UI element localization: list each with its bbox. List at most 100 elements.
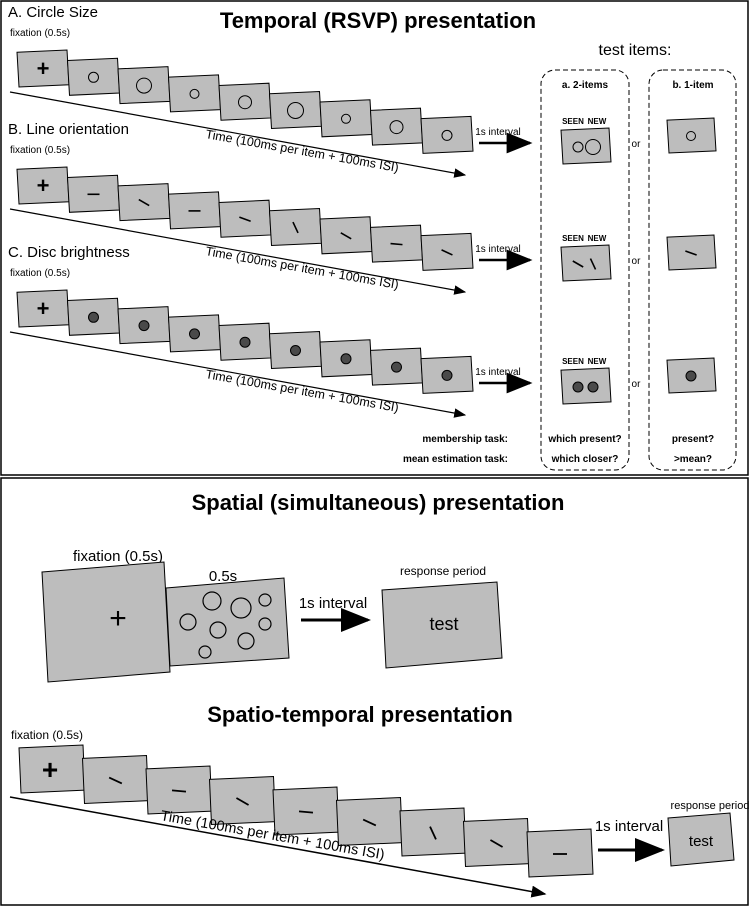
test-item-single: [686, 131, 696, 141]
row-label: C. Disc brightness: [8, 244, 130, 261]
circle-stimulus: [341, 113, 351, 124]
or-label: or: [632, 139, 642, 150]
circle-stimulus: [238, 95, 252, 110]
spatial-title: Spatial (simultaneous) presentation: [192, 490, 565, 515]
spatial-fixation-cross: +: [109, 602, 127, 635]
line-stimulus: [340, 232, 352, 240]
circle-stimulus: [441, 129, 453, 141]
bottom-panel-border: [0, 477, 749, 906]
membership-task-label: membership task:: [422, 434, 508, 445]
disc-stimulus: [239, 336, 251, 348]
disc-stimulus: [189, 328, 200, 340]
option-a-box: [540, 69, 630, 471]
spatial-stim-label: 0.5s: [209, 568, 237, 585]
disc-stimulus: [441, 369, 453, 381]
fixation-cross: +: [37, 296, 50, 321]
spatiotemporal-title: Spatio-temporal presentation: [207, 702, 513, 727]
st-fixation-cross: +: [42, 754, 58, 785]
mean-task-label: mean estimation task:: [403, 454, 508, 465]
sequence-slide: [420, 115, 474, 154]
st-line-stimulus: [298, 810, 314, 814]
test-slide-2-items: [560, 367, 612, 405]
new-label: NEW: [588, 117, 607, 126]
row-time-axis: [9, 91, 467, 178]
seen-label: SEEN: [562, 117, 584, 126]
sequence-slide: [218, 82, 272, 121]
fixation-cross: +: [37, 56, 50, 81]
line-stimulus: [138, 198, 150, 207]
circle-stimulus: [198, 645, 212, 659]
row-time-axis: [9, 331, 467, 418]
st-response-slide: [667, 812, 735, 867]
circle-stimulus: [258, 593, 272, 607]
st-sequence-slide: [145, 765, 213, 815]
st-test-text: test: [689, 833, 714, 850]
row-label: A. Circle Size: [8, 4, 98, 21]
st-line-stimulus: [362, 818, 377, 827]
test-item-seen: [572, 381, 584, 393]
circle-stimulus: [389, 120, 404, 135]
sequence-slide: [369, 107, 424, 146]
line-stimulus: [390, 242, 403, 246]
circle-stimulus: [237, 632, 255, 650]
spatial-interval-label: 1s interval: [299, 595, 367, 612]
row-time-axis: [9, 208, 467, 295]
circle-stimulus: [230, 597, 252, 619]
sequence-slide: [268, 90, 323, 130]
line-stimulus: [292, 221, 299, 234]
temporal-title: Temporal (RSVP) presentation: [220, 8, 536, 33]
st-sequence-slide: [272, 786, 340, 836]
row-fixation-label: fixation (0.5s): [10, 28, 70, 39]
disc-stimulus: [340, 353, 352, 365]
circle-stimulus: [136, 77, 152, 94]
option-a-label: a. 2-items: [562, 80, 609, 91]
test-item-new: [587, 381, 599, 393]
st-sequence-slide: [81, 754, 150, 805]
row-interval-label: 1s interval: [475, 367, 521, 378]
test-item-seen: [572, 141, 584, 153]
sequence-slide: [66, 57, 121, 96]
test-item-new: [589, 258, 597, 270]
spatial-fixation-slide: [41, 561, 171, 683]
seen-label: SEEN: [562, 357, 584, 366]
st-line-stimulus: [108, 776, 123, 785]
circle-stimulus: [189, 88, 200, 99]
sequence-slide: [319, 99, 373, 138]
or-label: or: [632, 379, 642, 390]
fixation-cross: +: [37, 173, 50, 198]
st-sequence-slide: [335, 796, 404, 847]
test-item-single: [685, 370, 697, 382]
option-a-question-1: which present?: [547, 434, 621, 445]
row-interval-label: 1s interval: [475, 127, 521, 138]
or-label: or: [632, 256, 642, 267]
option-b-box: [648, 69, 737, 471]
test-items-label: test items:: [599, 42, 672, 59]
sequence-slide: [167, 74, 222, 113]
new-label: NEW: [588, 357, 607, 366]
spatial-response-label: response period: [400, 564, 486, 578]
row-label: B. Line orientation: [8, 121, 129, 138]
line-stimulus: [441, 249, 453, 256]
st-line-stimulus: [429, 826, 437, 840]
st-fixation-label: fixation (0.5s): [11, 728, 83, 742]
circle-stimulus: [179, 613, 197, 631]
test-slide-2-items: [560, 244, 612, 282]
top-panel-border: [0, 0, 749, 476]
st-time-axis: [9, 796, 547, 898]
spatial-response-slide: [381, 581, 503, 669]
test-item-new: [585, 139, 601, 155]
row-fixation-label: fixation (0.5s): [10, 145, 70, 156]
st-interval-label: 1s interval: [595, 818, 663, 835]
disc-stimulus: [88, 311, 99, 323]
sequence-slide: [117, 66, 171, 105]
spatial-test-text: test: [429, 614, 458, 634]
seen-label: SEEN: [562, 234, 584, 243]
st-line-stimulus: [489, 839, 504, 848]
circle-stimulus: [287, 102, 304, 119]
disc-stimulus: [290, 345, 301, 356]
st-line-stimulus: [235, 797, 250, 806]
option-b-question-1: present?: [672, 434, 714, 445]
option-b-label: b. 1-item: [672, 80, 713, 91]
